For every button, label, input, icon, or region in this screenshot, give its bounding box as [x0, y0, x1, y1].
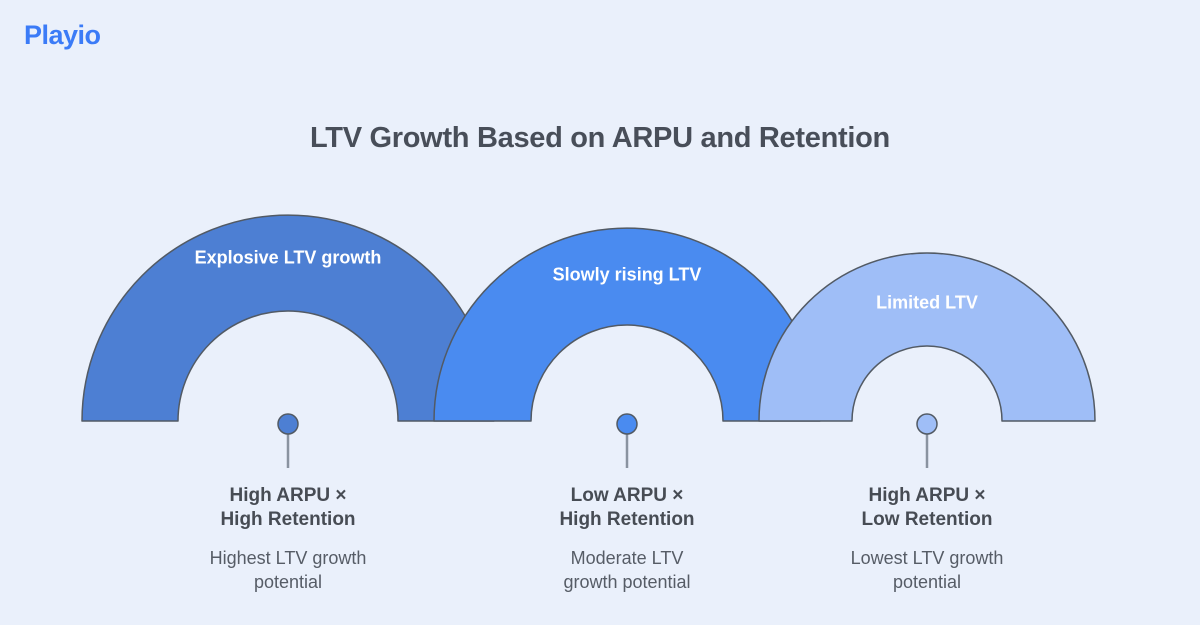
description-1: Highest LTV growth potential [210, 546, 367, 594]
factor-label-3: High ARPU × Low Retention [862, 484, 993, 532]
arch-label-slowly-rising: Slowly rising LTV [552, 264, 702, 285]
description-2-line2: growth potential [563, 572, 691, 592]
factor-3-line2: Low Retention [861, 509, 993, 530]
description-1-line1: Highest LTV growth [209, 548, 367, 568]
factor-1-line2: High Retention [220, 509, 356, 530]
description-3-line2: potential [892, 572, 962, 592]
factor-label-2: Low ARPU × High Retention [559, 484, 694, 532]
playio-logo: Playio [24, 20, 101, 50]
pin-dot-2 [616, 413, 638, 435]
pin-dot-3 [916, 413, 938, 435]
pin-dot-1 [277, 413, 299, 435]
factor-1-line1: High ARPU × [229, 485, 347, 506]
arch-label-explosive: Explosive LTV growth [194, 247, 382, 268]
arch-label-limited: Limited LTV [876, 292, 978, 313]
description-2-line1: Moderate LTV [570, 548, 684, 568]
factor-2-line2: High Retention [559, 509, 695, 530]
description-2: Moderate LTV growth potential [563, 546, 690, 594]
description-1-line2: potential [253, 572, 323, 592]
factor-label-1: High ARPU × High Retention [220, 484, 355, 532]
factor-3-line1: High ARPU × [868, 485, 986, 506]
page-title: LTV Growth Based on ARPU and Retention [310, 122, 890, 154]
description-3: Lowest LTV growth potential [851, 546, 1004, 594]
factor-2-line1: Low ARPU × [570, 485, 684, 506]
bottom-edge-strip [0, 625, 1200, 630]
arch-explosive-ltv [81, 214, 495, 422]
arch-limited-ltv [758, 252, 1096, 422]
description-3-line1: Lowest LTV growth [850, 548, 1004, 568]
